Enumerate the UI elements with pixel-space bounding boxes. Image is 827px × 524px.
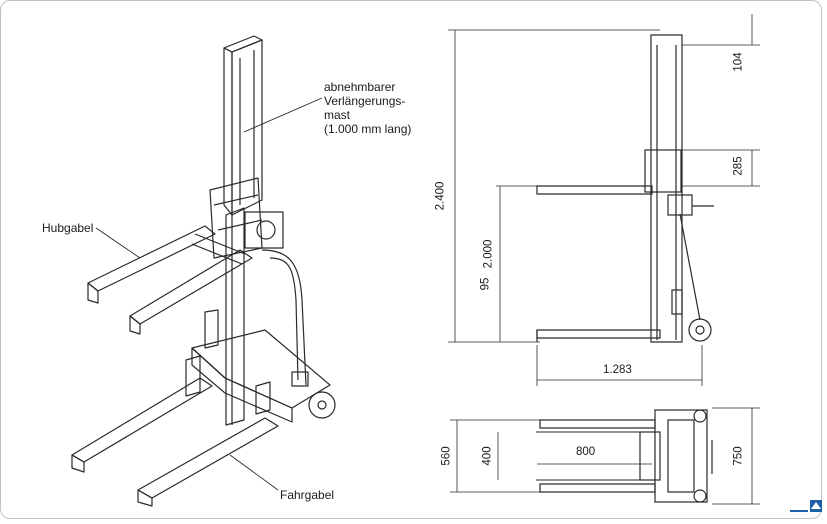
rear-wheel xyxy=(308,391,336,419)
dim-lift-height: 2.000 xyxy=(482,239,495,269)
dim-mid-section: 285 xyxy=(732,156,745,176)
top-base xyxy=(654,409,708,503)
mast-label: abnehmbarer Verlängerungs- mast (1.000 m… xyxy=(324,80,411,136)
dim-fork-width: 560 xyxy=(440,446,453,466)
side-hubgabel xyxy=(536,185,653,195)
dim-length: 1.283 xyxy=(603,364,632,376)
dim-overall-width: 750 xyxy=(732,446,745,466)
mast-top xyxy=(223,35,263,53)
dim-fork-inner: 400 xyxy=(481,446,494,466)
side-mast xyxy=(650,34,683,343)
mast-label-line-2: Verlängerungs- xyxy=(324,94,406,108)
dim-fork-low: 95 xyxy=(479,277,492,291)
up-arrow-icon[interactable] xyxy=(790,500,822,512)
mast-lower xyxy=(225,207,245,426)
fahrgabel-label: Fahrgabel xyxy=(280,488,335,502)
base-post-left xyxy=(204,309,219,349)
mast-label-line-3: mast xyxy=(324,108,351,122)
hubgabel-label: Hubgabel xyxy=(42,221,94,235)
dim-top-section: 104 xyxy=(732,52,745,72)
push-handle xyxy=(261,249,307,386)
mast-label-line-4: (1.000 mm lang) xyxy=(324,122,412,136)
dim-total-height: 2.400 xyxy=(434,181,447,211)
dim-inner-width: 800 xyxy=(576,446,596,458)
side-wheel xyxy=(688,318,712,342)
lift-gear-box xyxy=(244,211,284,249)
side-carriage xyxy=(644,149,682,193)
mast-label-line-1: abnehmbarer xyxy=(324,80,396,94)
